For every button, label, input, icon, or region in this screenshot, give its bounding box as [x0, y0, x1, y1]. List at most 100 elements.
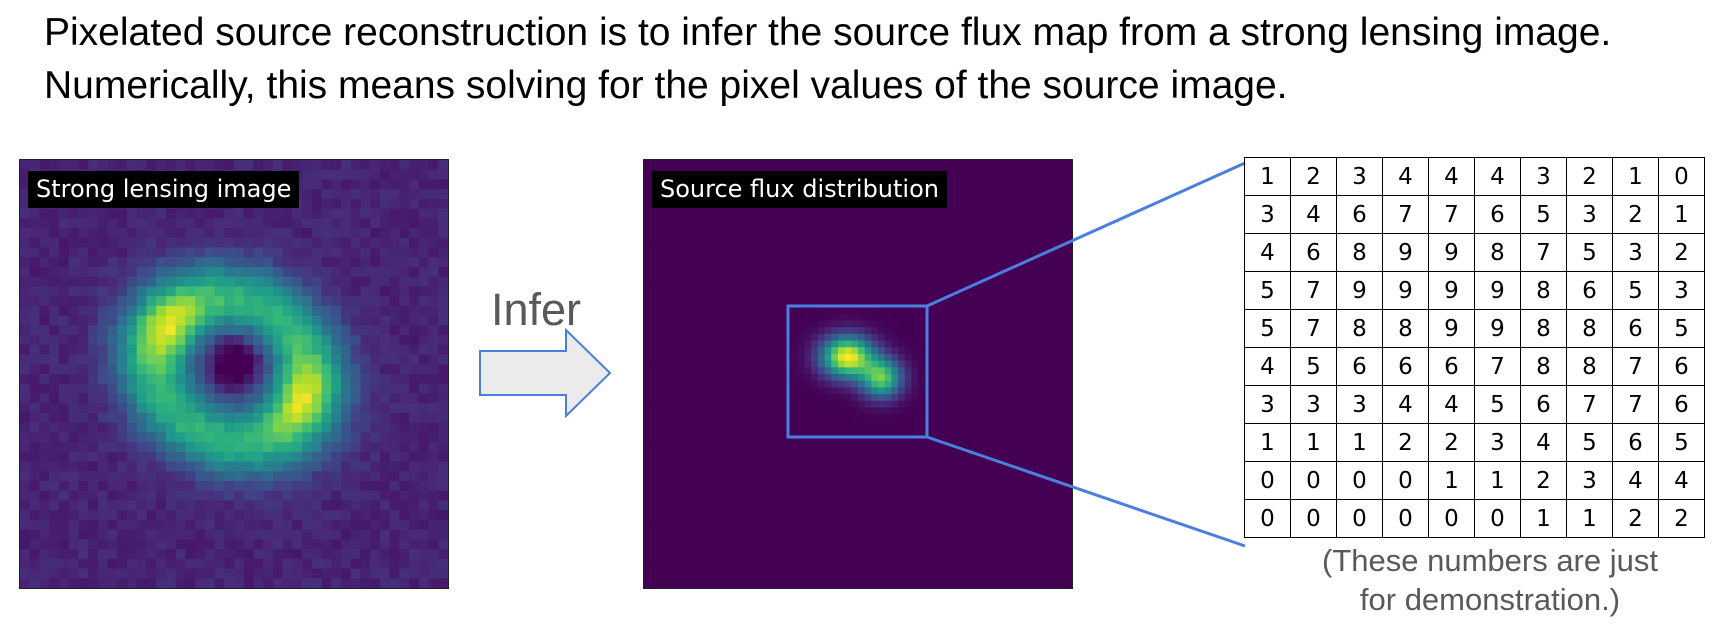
- heatmap-pixel: [253, 247, 264, 258]
- heatmap-pixel: [744, 427, 752, 435]
- heatmap-pixel: [1031, 327, 1040, 335]
- heatmap-pixel: [998, 213, 1006, 221]
- heatmap-pixel: [1058, 454, 1066, 462]
- heatmap-pixel: [884, 380, 893, 388]
- heatmap-pixel: [29, 549, 41, 560]
- heatmap-pixel: [292, 578, 303, 588]
- heatmap-pixel: [944, 160, 953, 168]
- heatmap-pixel: [156, 500, 167, 511]
- heatmap-pixel: [697, 360, 705, 368]
- heatmap-pixel: [29, 481, 41, 492]
- heatmap-pixel: [331, 315, 342, 326]
- heatmap-pixel: [944, 374, 953, 382]
- heatmap-pixel: [871, 434, 879, 442]
- heatmap-pixel: [156, 247, 167, 258]
- heatmap-pixel: [657, 427, 665, 435]
- heatmap-pixel: [730, 374, 739, 382]
- heatmap-pixel: [878, 474, 886, 482]
- heatmap-pixel: [1025, 320, 1033, 328]
- heatmap-pixel: [243, 286, 255, 297]
- heatmap-pixel: [204, 442, 216, 453]
- heatmap-pixel: [107, 451, 118, 463]
- heatmap-pixel: [985, 434, 993, 442]
- heatmap-pixel: [804, 307, 812, 315]
- heatmap-pixel: [657, 327, 665, 335]
- heatmap-pixel: [127, 393, 138, 404]
- heatmap-pixel: [107, 529, 118, 540]
- heatmap-pixel: [88, 257, 99, 268]
- heatmap-pixel: [214, 471, 225, 482]
- heatmap-pixel: [991, 420, 1000, 429]
- heatmap-pixel: [998, 233, 1006, 241]
- heatmap-pixel: [644, 173, 652, 181]
- heatmap-pixel: [757, 414, 765, 422]
- heatmap-pixel: [690, 287, 699, 295]
- heatmap-pixel: [127, 578, 138, 588]
- heatmap-pixel: [1031, 253, 1040, 261]
- heatmap-pixel: [965, 434, 973, 442]
- heatmap-pixel: [664, 340, 672, 348]
- heatmap-pixel: [918, 206, 926, 215]
- heatmap-pixel: [697, 293, 705, 302]
- heatmap-pixel: [751, 160, 759, 168]
- heatmap-pixel: [650, 273, 658, 281]
- heatmap-pixel: [931, 267, 939, 275]
- heatmap-pixel: [1058, 200, 1066, 208]
- heatmap-pixel: [263, 422, 274, 433]
- heatmap-pixel: [971, 300, 979, 308]
- heatmap-pixel: [350, 257, 362, 268]
- heatmap-pixel: [697, 313, 705, 322]
- heatmap-pixel: [341, 539, 352, 550]
- heatmap-pixel: [156, 510, 167, 521]
- heatmap-pixel: [991, 400, 1000, 409]
- heatmap-pixel: [1058, 246, 1066, 255]
- heatmap-pixel: [321, 539, 332, 550]
- heatmap-pixel: [717, 246, 725, 255]
- heatmap-pixel: [195, 208, 206, 219]
- heatmap-pixel: [389, 179, 400, 190]
- heatmap-pixel: [1031, 460, 1040, 469]
- heatmap-pixel: [370, 267, 381, 278]
- heatmap-pixel: [884, 407, 893, 415]
- heatmap-pixel: [1058, 206, 1066, 215]
- heatmap-pixel: [784, 340, 792, 348]
- heatmap-pixel: [146, 257, 157, 268]
- heatmap-pixel: [791, 166, 799, 174]
- heatmap-pixel: [39, 247, 50, 258]
- heatmap-pixel: [657, 440, 665, 449]
- heatmap-pixel: [751, 287, 759, 295]
- heatmap-pixel: [234, 558, 245, 570]
- heatmap-pixel: [350, 247, 362, 258]
- heatmap-pixel: [1065, 367, 1072, 375]
- heatmap-pixel: [884, 300, 893, 308]
- heatmap-pixel: [165, 374, 177, 385]
- heatmap-pixel: [331, 189, 342, 200]
- heatmap-pixel: [350, 198, 362, 210]
- heatmap-pixel: [253, 354, 264, 365]
- heatmap-pixel: [904, 434, 913, 442]
- heatmap-pixel: [1058, 253, 1066, 261]
- source-flux-image: Source flux distribution: [643, 159, 1073, 589]
- heatmap-pixel: [931, 260, 939, 268]
- heatmap-pixel: [710, 460, 719, 469]
- heatmap-pixel: [58, 442, 70, 453]
- heatmap-pixel: [717, 353, 725, 362]
- heatmap-pixel: [1058, 387, 1066, 395]
- heatmap-pixel: [831, 374, 839, 382]
- heatmap-pixel: [350, 568, 362, 579]
- heatmap-pixel: [29, 276, 41, 288]
- heatmap-pixel: [797, 240, 806, 248]
- heatmap-pixel: [370, 490, 381, 502]
- heatmap-pixel: [784, 300, 792, 308]
- heatmap-pixel: [379, 179, 391, 190]
- heatmap-pixel: [951, 333, 959, 342]
- heatmap-pixel: [744, 467, 752, 475]
- heatmap-pixel: [670, 226, 679, 235]
- heatmap-pixel: [730, 367, 739, 375]
- heatmap-pixel: [771, 287, 779, 295]
- heatmap-pixel: [871, 414, 879, 422]
- heatmap-pixel: [858, 434, 866, 442]
- heatmap-pixel: [1051, 300, 1060, 308]
- heatmap-pixel: [243, 432, 255, 443]
- heatmap-pixel: [771, 347, 779, 355]
